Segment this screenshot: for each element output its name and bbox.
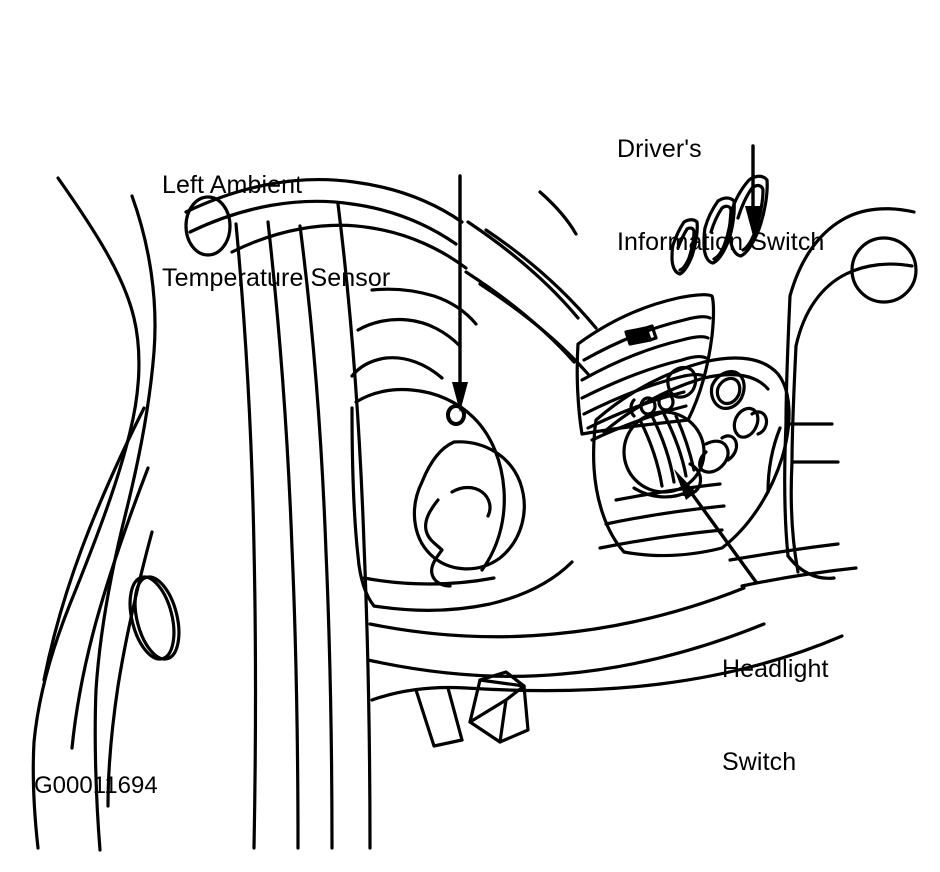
- knob-indicator-dots: [629, 392, 675, 418]
- aux-button-upper-right: [709, 370, 746, 410]
- callout-label-left-ambient-temperature-sensor: Left Ambient Temperature Sensor: [162, 108, 390, 356]
- door-trim-left: [31, 176, 157, 852]
- leader-headlight-switch: [680, 478, 758, 584]
- arrowhead-driver-info-switch: [745, 206, 761, 236]
- dash-right-end: [766, 207, 918, 580]
- callout-line-1: Driver's: [617, 135, 702, 163]
- dash-fascia-left: [350, 287, 574, 612]
- arrowhead-ambient-sensor: [452, 382, 468, 412]
- figure-id-code: G00011694: [34, 772, 158, 799]
- aux-button-lower-right: [732, 406, 769, 439]
- callout-line-1: Left Ambient: [162, 171, 303, 199]
- lower-dash-sweep: [366, 586, 844, 702]
- pedal-right: [468, 670, 530, 744]
- callout-line-2: Temperature Sensor: [162, 264, 391, 292]
- rocker-switch-right: [728, 174, 769, 258]
- ambient-temperature-sensor-ring: [446, 404, 466, 426]
- callout-line-1: Headlight: [722, 655, 829, 683]
- callout-label-drivers-information-switch: Driver's Information Switch: [617, 72, 824, 320]
- aux-button-upper-left: [666, 365, 698, 399]
- center-air-vent: [575, 293, 716, 442]
- arrowhead-headlight-switch: [674, 469, 696, 500]
- callout-line-2: Switch: [722, 748, 797, 776]
- callout-line-2: Information Switch: [617, 228, 825, 256]
- bezel-lower-lines: [598, 482, 726, 550]
- pedal-left: [414, 686, 464, 748]
- door-speaker-oval: [128, 575, 181, 661]
- panel-glyph-hook: [698, 434, 739, 474]
- dash-lower-shelf-right: [728, 542, 858, 588]
- center-trim-verticals: [234, 202, 372, 850]
- pillar-oval: [184, 195, 232, 257]
- callout-label-headlight-switch: Headlight Switch: [722, 592, 829, 840]
- rocker-switch-left: [670, 218, 699, 276]
